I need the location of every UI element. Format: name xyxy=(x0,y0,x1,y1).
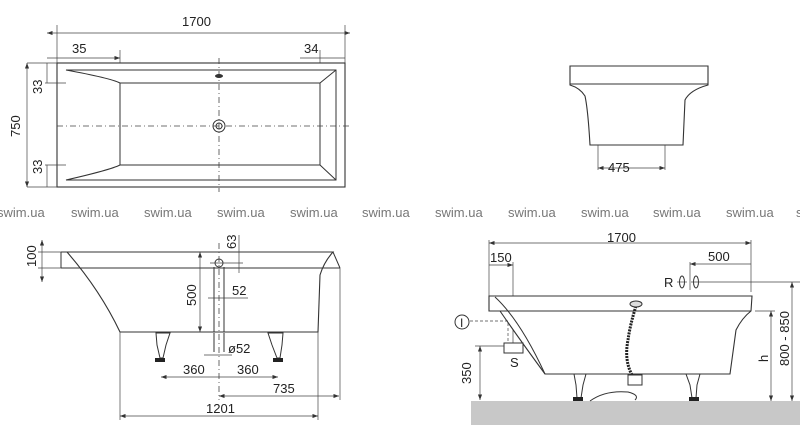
dim-overflow-pipe: 52 xyxy=(232,283,246,298)
dim-overflow-offset: 63 xyxy=(224,235,239,249)
dim-supply-offset: 150 xyxy=(490,250,512,265)
inlet-marker-circle xyxy=(454,314,470,330)
dim-drain-diameter: ø52 xyxy=(228,341,250,356)
watermark-text: s xyxy=(796,205,800,220)
plan-view: 1700 35 34 33 750 33 xyxy=(8,14,350,192)
end-view: 475 xyxy=(569,65,709,175)
inlet-label: I xyxy=(460,316,463,330)
tub-leg xyxy=(573,373,587,401)
dim-bottom-length: 1201 xyxy=(206,401,235,416)
watermark-text: swim.ua xyxy=(653,205,701,220)
dim-install-length: 1700 xyxy=(607,230,636,245)
dim-siphon-height: 350 xyxy=(459,362,474,384)
installation-view: 1700 150 500 R I S 350 h 800 - 850 xyxy=(454,230,800,425)
watermark-text: swim.ua xyxy=(726,205,774,220)
dim-height-label: h xyxy=(756,355,771,362)
dim-tap-offset: 500 xyxy=(708,249,730,264)
watermark-text: swim.ua xyxy=(435,205,483,220)
side-section-view: 100 63 500 52 ø52 360 360 735 1201 xyxy=(24,235,341,420)
dim-drain-to-end: 735 xyxy=(273,381,295,396)
watermark-text: swim.ua xyxy=(0,205,45,220)
watermark-text: swim.ua xyxy=(508,205,556,220)
floor xyxy=(471,401,800,425)
dim-width: 750 xyxy=(8,115,23,137)
tap-label: R xyxy=(664,275,673,290)
dim-top-offset: 33 xyxy=(30,80,45,94)
siphon-label: S xyxy=(510,355,519,370)
watermark-text: swim.ua xyxy=(217,205,265,220)
dim-length: 1700 xyxy=(182,14,211,29)
tub-leg xyxy=(685,373,701,401)
dim-leg-left: 360 xyxy=(183,362,205,377)
watermark-text: swim.ua xyxy=(71,205,119,220)
watermark-text: swim.ua xyxy=(290,205,338,220)
dim-rim-height: 100 xyxy=(24,245,39,267)
watermark-text: swim.ua xyxy=(144,205,192,220)
dim-rim-height-range: 800 - 850 xyxy=(777,311,792,366)
dim-bottom-width: 475 xyxy=(608,160,630,175)
dim-depth: 500 xyxy=(184,284,199,306)
dim-left-offset: 35 xyxy=(72,41,86,56)
dim-bottom-offset: 33 xyxy=(30,160,45,174)
tub-leg xyxy=(155,332,171,362)
watermark-text: swim.ua xyxy=(362,205,410,220)
tub-leg xyxy=(267,332,284,362)
dim-leg-right: 360 xyxy=(237,362,259,377)
watermark-row: swim.ua swim.ua swim.ua swim.ua swim.ua … xyxy=(0,205,800,220)
dim-right-offset: 34 xyxy=(304,41,318,56)
watermark-text: swim.ua xyxy=(581,205,629,220)
